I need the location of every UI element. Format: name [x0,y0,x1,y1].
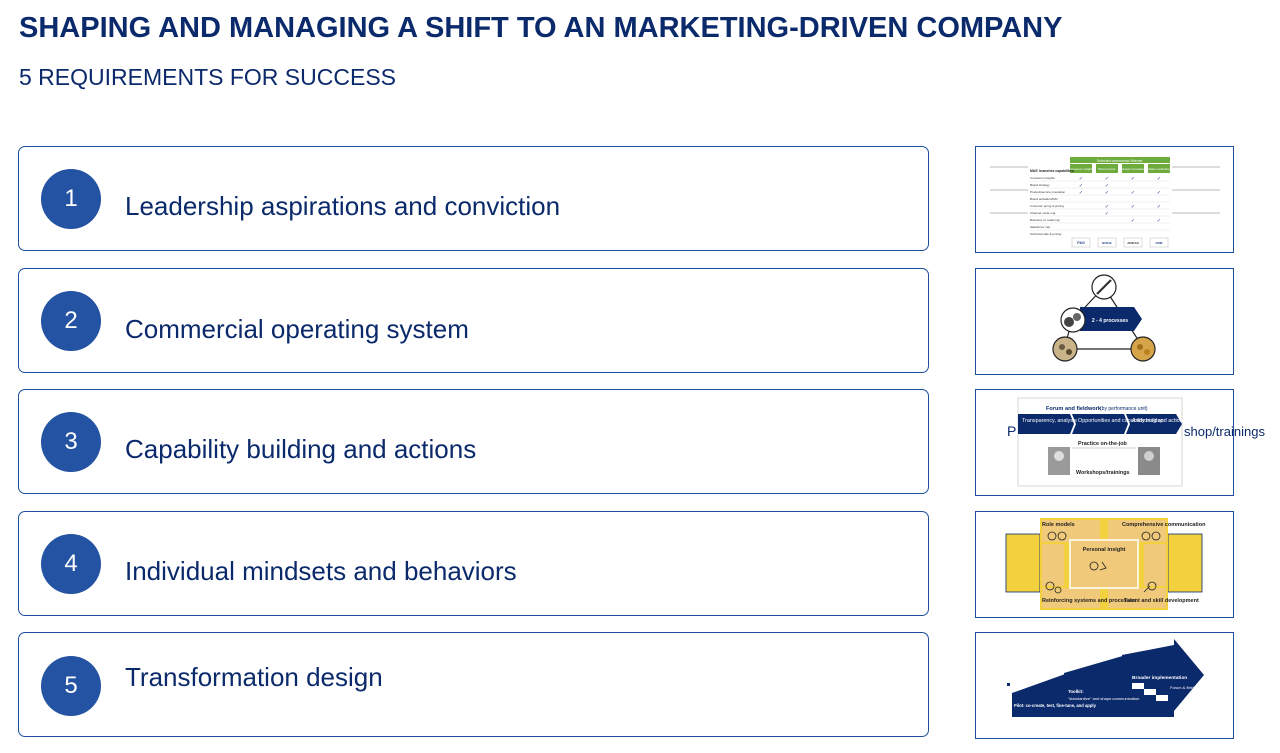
thumb4-bottom-left: Reinforcing systems and processes [1042,598,1136,604]
requirement-card-3: 3 Capability building and actions [18,389,929,494]
requirement-number-1: 1 [41,169,101,229]
thumb4-bottom-right: Talent and skill development [1124,598,1199,604]
requirement-card-1: 1 Leadership aspirations and conviction [18,146,929,251]
thumb3-overflow-right: shop/trainings [1184,424,1265,439]
thumb1-header: Selected commercial 'thieves' [1097,159,1143,163]
svg-text:✓: ✓ [1105,211,1109,217]
thumb1-logo-4: DSM [1156,241,1163,245]
svg-text:✓: ✓ [1079,183,1083,189]
thumb5-toolkit: "standardize" and shape communication [1068,696,1139,701]
requirement-number-4: 4 [41,534,101,594]
thumb3-title: Forum and fieldwork [1046,406,1102,412]
svg-text:✓: ✓ [1157,190,1161,196]
thumb5-pilot: Pilot: co-create, test, fine-tune, and a… [1014,703,1097,708]
thumb1-row-1: Consumer insights [1030,176,1055,180]
thumb3-workshops: Workshops/trainings [1076,470,1130,476]
thumb1-checkmarks: ✓✓✓✓ ✓✓ ✓✓✓✓ ✓✓✓ ✓ ✓✓ [1079,176,1161,224]
thumb4-top-right: Comprehensive communication [1122,522,1206,528]
thumb1-row-9: Technical sale & pricing [1030,232,1062,236]
svg-text:✓: ✓ [1105,183,1109,189]
thumb3-practice: Practice on-the-job [1078,441,1128,447]
thumb1-row-2: Brand strategy [1030,183,1050,187]
thumb3-step-1: Transparency, analysis [1022,418,1077,424]
svg-text:✓: ✓ [1157,176,1161,182]
thumb2-arrow-label: 2 - 4 processes [1092,318,1128,324]
svg-text:✓: ✓ [1079,176,1083,182]
svg-text:✓: ✓ [1157,218,1161,224]
thumb1-logo-2: NOKIA [1102,241,1113,245]
thumbnail-capability-building: Forum and fieldwork (by performance unit… [975,389,1234,496]
svg-text:✓: ✓ [1131,218,1135,224]
thumb5-forum: Forum & fieldwork [1170,685,1202,690]
thumb1-logo-3: ADIDAS [1127,241,1139,245]
requirement-label-1: Leadership aspirations and conviction [125,191,561,221]
thumb1-col-3: Design innovation [1121,167,1145,171]
svg-text:✓: ✓ [1131,204,1135,210]
thumb4-center: Personal insight [1083,547,1126,553]
requirement-number-2: 2 [41,291,101,351]
requirement-label-3: Capability building and actions [125,434,477,464]
thumb1-row-header: M&S' branches capabilities [1030,169,1074,173]
requirement-card-2: 2 Commercial operating system [18,268,929,373]
thumb1-row-8: Salesforce mgt [1030,225,1050,229]
thumb1-col-2: Brand power [1098,167,1115,171]
thumbnail-transformation-design: Pilot: co-create, test, fine-tune, and a… [975,632,1234,739]
thumb3-title-suffix: (by performance unit) [1100,406,1148,412]
people-sketch-icons [1045,531,1161,594]
thumbnail-operating-system: 2 - 4 processes [975,268,1234,375]
thumb5-toolkit-title: Toolkit: [1068,689,1084,694]
thumb5-broader: Broader implementation [1132,675,1187,681]
requirement-label-5: Transformation design [125,662,383,692]
page-subtitle: 5 REQUIREMENTS FOR SUCCESS [19,64,396,90]
thumb3-step-3: Anchoring and actions [1132,418,1186,424]
thumb3-overflow-left: P [1007,423,1017,439]
thumb1-row-3: Product/service innovation [1030,190,1066,194]
svg-text:✓: ✓ [1105,176,1109,182]
page-title: SHAPING AND MANAGING A SHIFT TO AN MARKE… [19,12,1063,44]
requirement-number-3: 3 [41,412,101,472]
svg-text:✓: ✓ [1131,190,1135,196]
thumb1-row-7: Business on retail mgt [1030,218,1060,222]
svg-text:✓: ✓ [1131,176,1135,182]
thumb3-step-2: Opportunities and capability buildup [1078,418,1163,424]
thumb1-row-6: Channel mode mgt [1030,211,1056,215]
requirement-card-4: 4 Individual mindsets and behaviors [18,511,929,616]
requirement-label-4: Individual mindsets and behaviors [125,556,517,586]
people-photo-icon [1052,336,1078,362]
thumb1-logo-1: P&G [1077,241,1085,245]
thumb1-col-4: Value marketing [1148,167,1170,171]
thumb1-col-1: Consumer insights [1069,167,1094,171]
thumb1-row-4: Brand activation/IMC [1030,197,1059,201]
requirement-number-5: 5 [41,656,101,716]
thumbnail-mindsets: Role models Comprehensive communication … [975,511,1234,618]
svg-text:✓: ✓ [1105,204,1109,210]
thumb4-top-left: Role models [1042,522,1075,528]
requirement-label-2: Commercial operating system [125,314,469,344]
svg-text:✓: ✓ [1157,204,1161,210]
svg-text:✓: ✓ [1105,190,1109,196]
goods-photo-icon [1130,336,1156,362]
svg-text:✓: ✓ [1079,190,1083,196]
requirement-card-5: 5 Transformation design [18,632,929,737]
thumb1-row-5: Customer prcng & pricing [1030,204,1064,208]
thumbnail-leadership-table: Selected commercial 'thieves' Consumer i… [975,146,1234,253]
